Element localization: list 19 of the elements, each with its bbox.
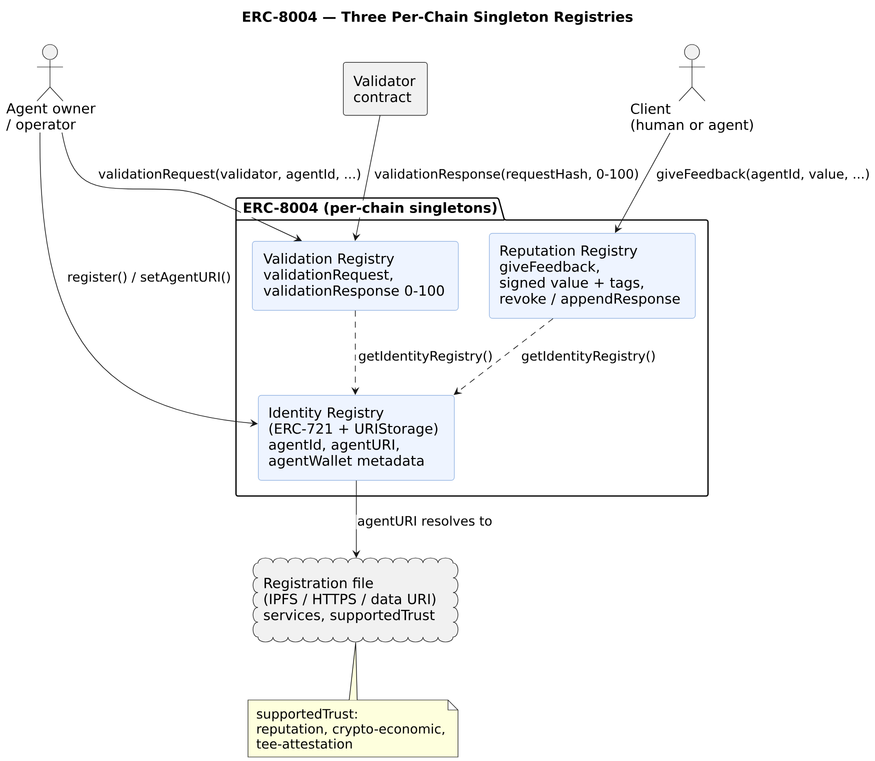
- actor-label: Agent owner / operator: [6, 103, 96, 132]
- arrow: [62, 132, 302, 242]
- edge-label: register() / setAgentURI(): [66, 270, 232, 286]
- note-connector: [348, 642, 358, 700]
- edge-label: getIdentityRegistry(): [520, 350, 657, 364]
- dashed-arrow: [454, 318, 554, 395]
- edge-label: getIdentityRegistry(): [357, 350, 494, 364]
- edge-label: giveFeedback(agentId, value, ...): [655, 168, 871, 182]
- registry-box: Reputation Registry giveFeedback, signed value + tags, revoke / appendResponse: [489, 233, 696, 319]
- edge-label: agentURI resolves to: [356, 514, 494, 530]
- diagram-title: ERC-8004 — Three Per-Chain Singleton Registries: [243, 11, 633, 25]
- edge-label: validationRequest(validator, agentId, ...): [97, 168, 362, 182]
- note-box: supportedTrust: reputation, crypto-economic, tee-attestation: [248, 700, 458, 758]
- arrow: [615, 132, 670, 233]
- edge-label: validationResponse(requestHash, 0-100): [373, 168, 640, 182]
- registry-box: Validation Registry validationRequest, validationResponse 0-100: [252, 241, 459, 311]
- registry-box: Identity Registry (ERC-721 + URIStorage) agentId, agentURI, agentWallet metadata: [258, 395, 455, 481]
- component-box: Validator contract: [343, 62, 428, 116]
- actor-label: Client (human or agent): [631, 103, 753, 133]
